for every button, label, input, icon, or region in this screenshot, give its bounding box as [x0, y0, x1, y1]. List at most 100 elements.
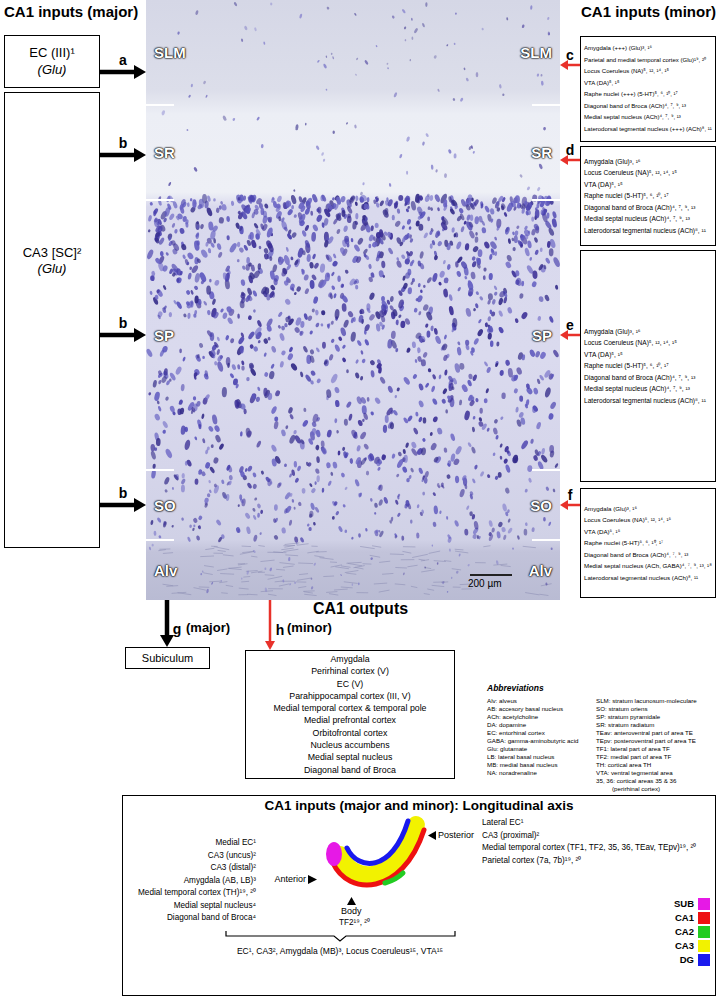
nissl-cell — [239, 194, 244, 202]
nissl-cell — [316, 378, 322, 384]
nissl-cell — [489, 254, 493, 260]
nissl-cell — [197, 354, 201, 359]
nissl-cell — [278, 256, 284, 265]
nissl-cell — [311, 232, 316, 242]
nissl-cell — [146, 249, 154, 260]
nissl-cell — [342, 447, 346, 452]
nissl-cell — [184, 439, 192, 451]
nissl-cell — [191, 407, 196, 414]
nissl-cell — [532, 405, 539, 413]
nissl-cell — [472, 245, 480, 253]
nissl-cell — [472, 416, 476, 420]
nissl-cell — [370, 557, 373, 561]
nissl-cell — [540, 454, 549, 464]
nissl-cell — [410, 201, 417, 211]
nissl-cell — [421, 359, 426, 366]
nissl-cell — [398, 195, 403, 201]
nissl-cell — [543, 369, 551, 379]
nissl-cell — [500, 416, 504, 421]
nissl-cell — [379, 376, 386, 385]
nissl-cell — [498, 297, 504, 305]
alveus-fiber — [311, 546, 317, 547]
arrow-head — [134, 328, 146, 342]
nissl-cell — [331, 53, 333, 55]
nissl-cell — [479, 408, 482, 414]
nissl-cell — [344, 269, 349, 274]
nissl-cell — [505, 464, 511, 473]
nissl-cell — [315, 145, 320, 150]
nissl-cell — [312, 253, 317, 259]
nissl-cell — [370, 411, 375, 416]
nissl-cell — [239, 226, 244, 232]
nissl-cell — [545, 582, 548, 585]
nissl-cell — [363, 412, 369, 420]
nissl-cell — [512, 454, 519, 464]
nissl-cell — [442, 581, 445, 584]
nissl-cell — [359, 492, 362, 497]
nissl-cell — [339, 247, 346, 255]
nissl-cell — [183, 313, 187, 318]
nissl-cell — [165, 380, 170, 386]
nissl-cell — [298, 501, 302, 506]
nissl-cell — [241, 265, 246, 270]
alveus-fiber — [247, 594, 257, 596]
alveus-fiber — [220, 573, 234, 575]
nissl-cell — [375, 323, 380, 332]
nissl-cell — [504, 226, 510, 235]
nissl-cell — [287, 407, 293, 415]
nissl-cell — [162, 420, 169, 428]
nissl-cell — [314, 481, 316, 485]
alveus-fiber — [166, 585, 178, 587]
nissl-cell — [221, 479, 225, 484]
nissl-cell — [186, 300, 195, 309]
posterior-input: CA3 (proximal)² — [482, 831, 539, 840]
arrow-letter: h — [276, 622, 285, 638]
nissl-cell — [392, 409, 398, 416]
nissl-cell — [316, 456, 320, 463]
nissl-cell — [246, 377, 250, 381]
alveus-fiber — [427, 589, 434, 590]
nissl-cell — [496, 341, 500, 346]
nissl-cell — [251, 393, 256, 400]
nissl-cell — [240, 292, 246, 299]
nissl-cell — [236, 345, 245, 356]
nissl-cell — [356, 57, 359, 60]
legend-swatch — [698, 954, 710, 966]
nissl-cell — [274, 390, 281, 397]
nissl-cell — [205, 95, 208, 98]
nissl-cell — [175, 474, 179, 480]
nissl-cell — [350, 429, 359, 440]
nissl-cell — [341, 284, 345, 288]
nissl-cell — [465, 220, 474, 231]
nissl-cell — [280, 350, 286, 356]
nissl-cell — [366, 471, 370, 476]
nissl-cell — [338, 336, 343, 342]
nissl-cell — [392, 309, 398, 317]
alveus-fiber — [483, 546, 490, 547]
alveus-fiber — [525, 593, 539, 595]
nissl-cell — [252, 483, 257, 489]
layer-band: SRSR — [146, 105, 560, 200]
legend-label: CA2 — [666, 927, 694, 938]
nissl-cell — [340, 574, 342, 577]
nissl-cell — [481, 28, 484, 31]
alveus-fiber — [251, 556, 257, 558]
nissl-cell — [305, 197, 314, 207]
nissl-cell — [470, 271, 476, 279]
alveus-fiber — [379, 590, 390, 592]
nissl-cell — [483, 275, 486, 280]
tissue — [146, 2, 560, 596]
nissl-cell — [279, 333, 286, 342]
nissl-cell — [368, 264, 372, 270]
nissl-cell — [376, 460, 380, 466]
nissl-cell — [237, 314, 240, 319]
nissl-cell — [394, 202, 399, 209]
nissl-cell — [200, 573, 202, 575]
alveus-fiber — [475, 562, 486, 563]
alveus-fiber — [411, 586, 417, 587]
nissl-cell — [330, 373, 339, 384]
nissl-cell — [515, 270, 520, 276]
nissl-cell — [365, 217, 368, 223]
nissl-cell — [374, 196, 379, 202]
nissl-cell — [288, 519, 292, 526]
